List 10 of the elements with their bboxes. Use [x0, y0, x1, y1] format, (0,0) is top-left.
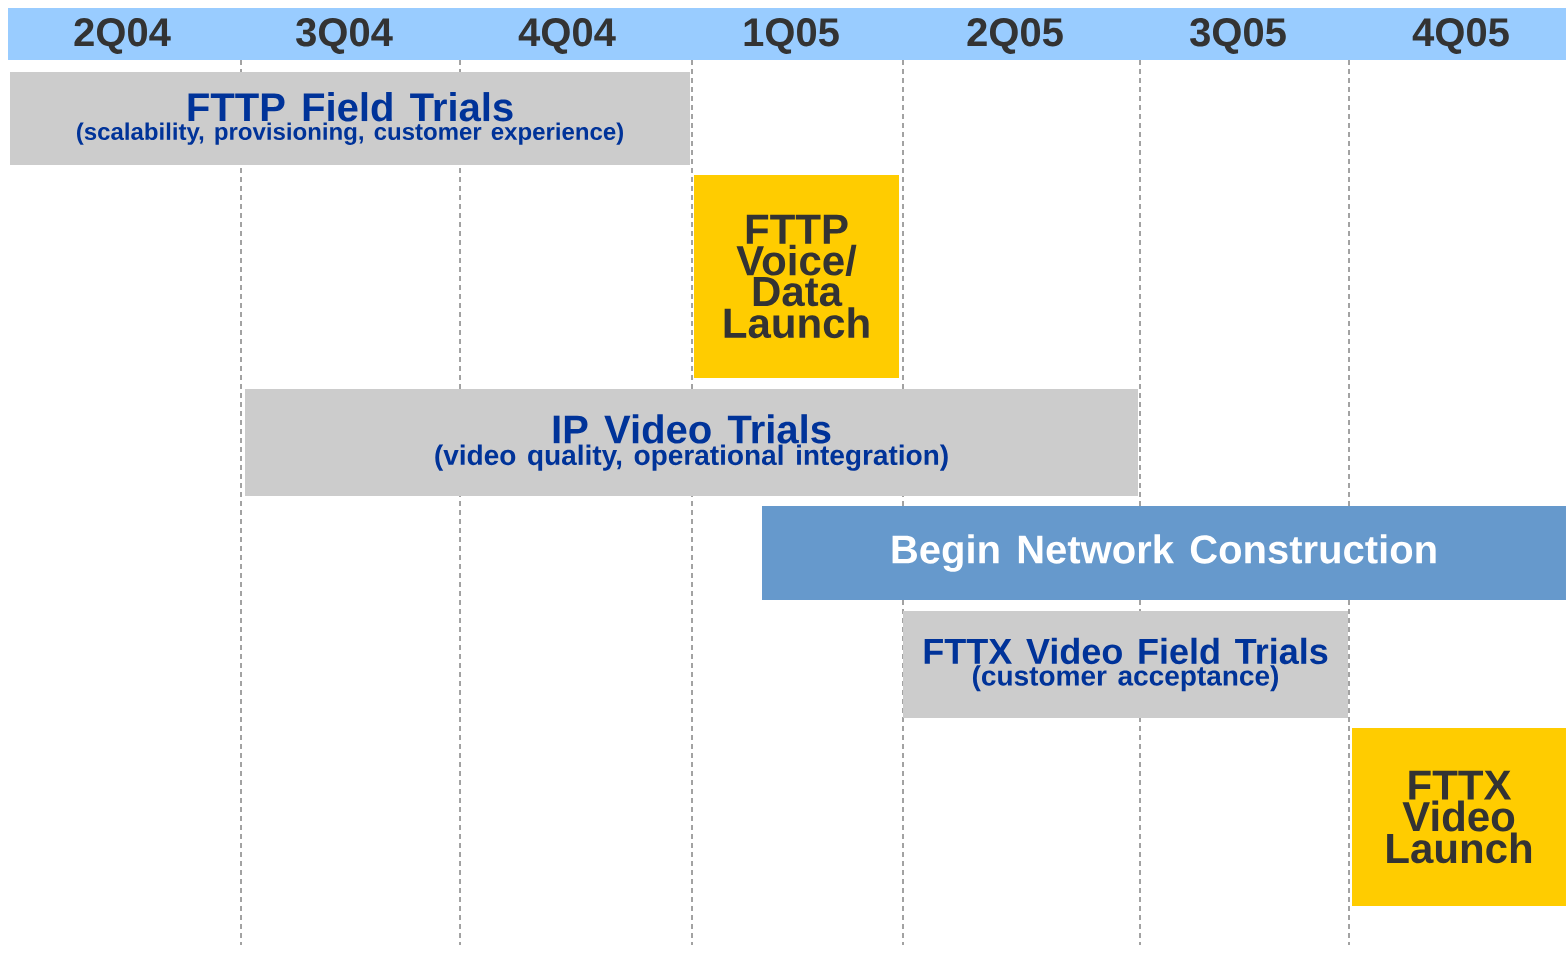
quarter-label: 1Q05: [744, 18, 839, 54]
quarter-label: 2Q05: [967, 18, 1063, 54]
phase-bar: Begin Network Construction: [762, 506, 1566, 600]
milestone-box: FTTX Video Launch: [1352, 728, 1566, 906]
phase-bar: IP Video Trials (video quality, operational integration): [245, 389, 1138, 496]
phase-bar: FTTX Video Field Trials (customer acceptance): [903, 611, 1348, 718]
quarter-label: 4Q05: [1412, 18, 1509, 54]
quarter-label: 3Q05: [1190, 18, 1286, 54]
phase-bar: FTTP Field Trials (scalability, provisioning, customer experience): [10, 72, 690, 165]
milestone-box: FTTP Voice/ Data Launch: [694, 175, 899, 378]
